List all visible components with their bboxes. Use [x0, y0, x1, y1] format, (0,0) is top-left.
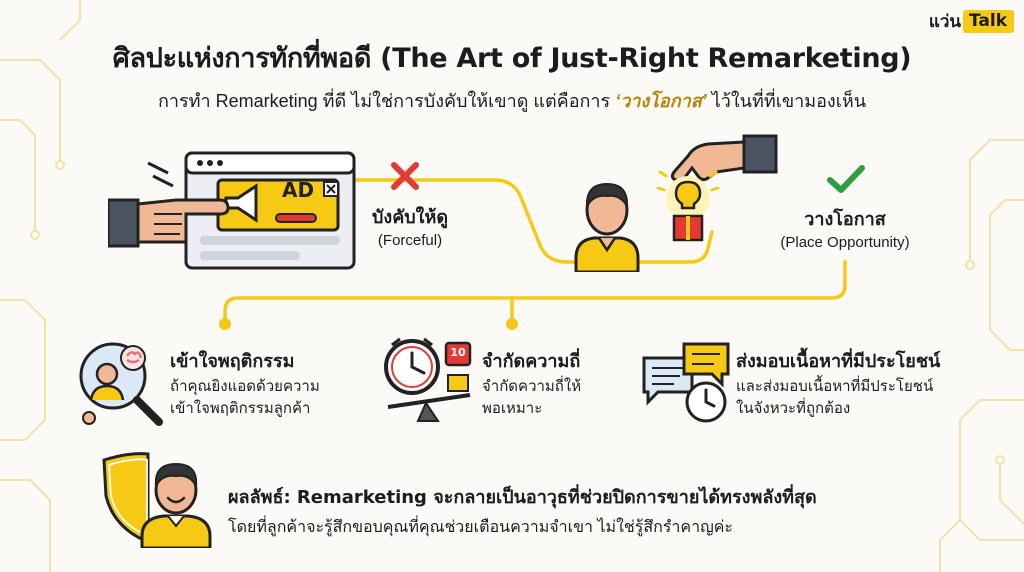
subtitle-after: ไว้ในที่ที่เขามองเห็น — [706, 91, 867, 111]
step-2-desc-line2: พอเหมาะ — [482, 400, 543, 417]
page-subtitle: การทำ Remarketing ที่ดี ไม่ใช่การบังคับใ… — [0, 86, 1024, 115]
step-3-desc-line2: ในจังหวะที่ถูกต้อง — [736, 400, 851, 417]
forceful-label: บังคับให้ดู — [371, 207, 449, 228]
hand-gift-icon — [656, 134, 778, 242]
opportunity-sublabel: (Place Opportunity) — [780, 234, 910, 251]
logo-prefix: แว่น — [928, 12, 961, 32]
result-title: ผลลัพธ์: Remarketing จะกลายเป็นอาวุธที่ช… — [228, 487, 817, 508]
page-title: ศิลปะแห่งการทักที่พอดี (The Art of Just-… — [112, 43, 912, 74]
person-icon — [574, 182, 640, 272]
result-desc: โดยที่ลูกค้าจะรู้สึกขอบคุณที่คุณช่วยเตือ… — [228, 519, 733, 536]
step-2-desc-line1: จำกัดความถี่ให้ — [482, 378, 582, 395]
brand-logo: แว่น Talk — [929, 8, 1014, 35]
check-icon — [827, 165, 865, 193]
forceful-ad-illustration — [108, 151, 356, 270]
frequency-badge: 10 — [450, 346, 466, 359]
ad-text: AD — [282, 178, 315, 202]
step-1-title: เข้าใจพฤติกรรม — [170, 351, 295, 372]
step-3-desc-line1: และส่งมอบเนื้อหาที่มีประโยชน์ — [736, 378, 934, 395]
forceful-sublabel: (Forceful) — [377, 232, 443, 249]
step-2-desc: จำกัดความถี่ให้ พอเหมาะ — [482, 376, 581, 420]
shield-person-icon — [102, 452, 212, 548]
subtitle-before: การทำ Remarketing ที่ดี ไม่ใช่การบังคับใ… — [157, 91, 616, 111]
step-1-desc-line2: เข้าใจพฤติกรรมลูกค้า — [170, 400, 311, 417]
step-3-desc: และส่งมอบเนื้อหาที่มีประโยชน์ ในจังหวะที… — [736, 376, 933, 420]
step-2-title: จำกัดความถี่ — [482, 351, 581, 372]
cross-icon — [391, 162, 419, 190]
clock-scale-icon — [384, 337, 472, 422]
step-1-desc: ถ้าคุณยิงแอดด้วยความ เข้าใจพฤติกรรมลูกค้… — [170, 376, 320, 420]
subtitle-highlight: ‘วางโอกาส’ — [615, 91, 707, 111]
step-3-title: ส่งมอบเนื้อหาที่มีประโยชน์ — [736, 351, 941, 372]
magnifier-brain-icon — [79, 342, 163, 426]
step-1-desc-line1: ถ้าคุณยิงแอดด้วยความ — [170, 378, 320, 395]
chat-clock-icon — [642, 342, 730, 423]
opportunity-label: วางโอกาส — [804, 209, 886, 230]
logo-suffix: Talk — [962, 10, 1014, 33]
